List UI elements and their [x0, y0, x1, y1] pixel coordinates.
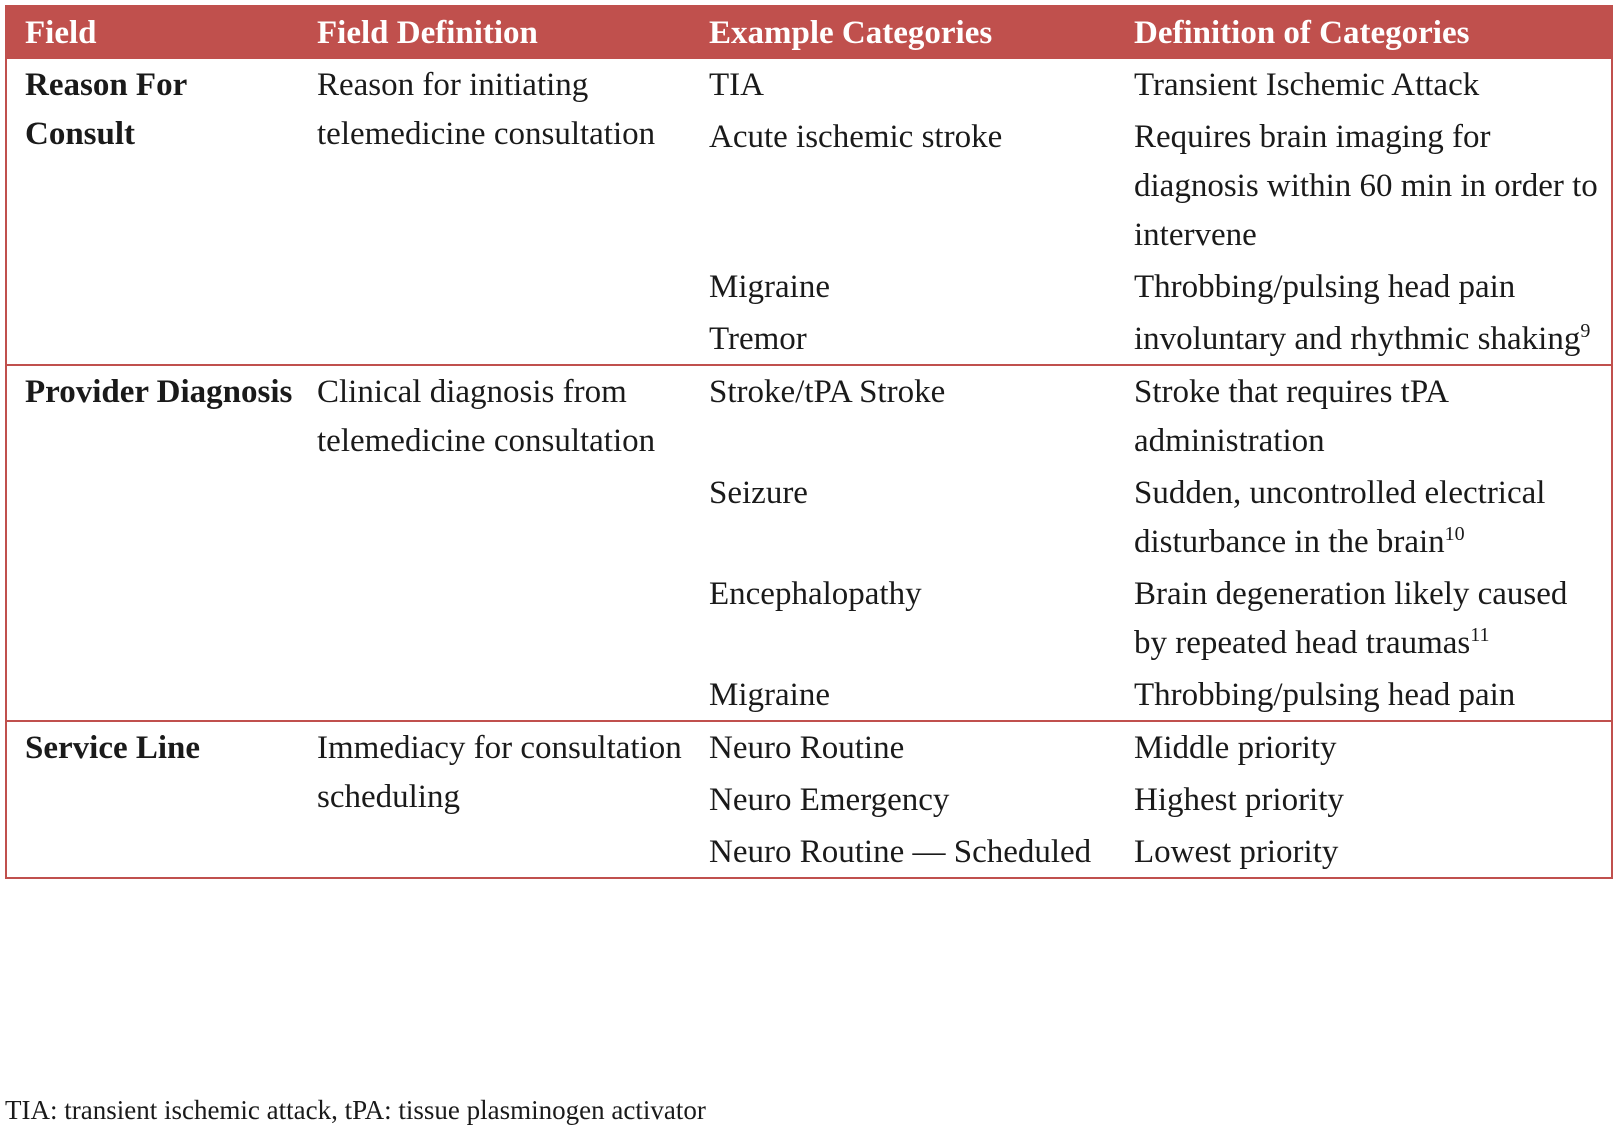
category-definition-item: Highest priority	[1134, 776, 1607, 825]
header-definition-of-categories: Definition of Categories	[1116, 7, 1611, 59]
definitions-table-container: Field Field Definition Example Categorie…	[5, 5, 1613, 879]
table-footnote: TIA: transient ischemic attack, tPA: tis…	[5, 1095, 706, 1125]
table-body: Reason For Consult Reason for initiating …	[7, 59, 1611, 877]
category-definition-text: Throbbing/pulsing head pain	[1134, 269, 1516, 305]
field-name-cell: Reason For Consult	[25, 67, 187, 152]
header-row: Field Field Definition Example Categorie…	[7, 7, 1611, 59]
category-definition-item: Brain degeneration likely caused by repe…	[1134, 570, 1607, 668]
category-item: Neuro Routine — Scheduled	[709, 834, 1092, 870]
category-item: TIA	[709, 67, 764, 103]
definitions-table: Field Field Definition Example Categorie…	[7, 7, 1611, 877]
category-item: Seizure	[709, 475, 808, 511]
table-row: Reason For Consult Reason for initiating …	[7, 59, 1611, 365]
category-definition-text: Requires brain imaging for diagnosis wit…	[1134, 119, 1598, 253]
category-definition-text: Brain degeneration likely caused by repe…	[1134, 576, 1568, 661]
reference-superscript: 11	[1470, 624, 1490, 646]
field-definition-cell: Immediacy for consultation scheduling	[299, 720, 691, 877]
category-definition-item: Transient Ischemic Attack	[1134, 61, 1607, 110]
header-field: Field	[7, 7, 299, 59]
category-definition-item: Middle priority	[1134, 724, 1607, 773]
reference-superscript: 10	[1444, 523, 1465, 545]
category-definition-text: Transient Ischemic Attack	[1134, 67, 1480, 103]
category-definition-item: Sudden, uncontrolled electrical disturba…	[1134, 469, 1607, 567]
category-definition-text: Sudden, uncontrolled electrical disturba…	[1134, 475, 1546, 560]
category-item: Acute ischemic stroke	[709, 119, 1003, 155]
category-item: Neuro Routine	[709, 730, 905, 766]
category-item: Encephalopathy	[709, 576, 922, 612]
reference-superscript: 9	[1580, 320, 1591, 342]
category-definition-text: Throbbing/pulsing head pain	[1134, 677, 1516, 713]
header-example-categories: Example Categories	[691, 7, 1116, 59]
category-item: Neuro Emergency	[709, 782, 950, 818]
category-definition-text: Highest priority	[1134, 782, 1344, 818]
field-definition-cell: Clinical diagnosis from telemedicine con…	[299, 364, 691, 721]
category-definition-text: Middle priority	[1134, 730, 1337, 766]
category-definition-item: Throbbing/pulsing head pain	[1134, 263, 1607, 312]
category-item: Stroke/tPA Stroke	[709, 374, 946, 410]
field-definition-cell: Reason for initiating telemedicine consu…	[317, 67, 656, 152]
category-item: Migraine	[709, 677, 830, 713]
category-item: Tremor	[709, 321, 807, 357]
field-name-cell: Provider Diagnosis	[7, 364, 299, 721]
header-field-definition: Field Definition	[299, 7, 691, 59]
field-name-cell: Service Line	[7, 720, 299, 877]
category-definition-item: Requires brain imaging for diagnosis wit…	[1134, 113, 1607, 260]
category-definition-item: Throbbing/pulsing head pain	[1134, 671, 1607, 720]
category-definition-text: involuntary and rhythmic shaking	[1134, 321, 1581, 357]
category-definition-text: Stroke that requires tPA administration	[1134, 374, 1448, 459]
table-header: Field Field Definition Example Categorie…	[7, 7, 1611, 59]
category-item: Migraine	[709, 269, 830, 305]
category-definition-text: Lowest priority	[1134, 834, 1339, 870]
category-definition-item: involuntary and rhythmic shaking9	[1134, 315, 1607, 364]
category-definition-item: Lowest priority	[1134, 828, 1607, 877]
category-definition-item: Stroke that requires tPA administration	[1134, 368, 1607, 466]
